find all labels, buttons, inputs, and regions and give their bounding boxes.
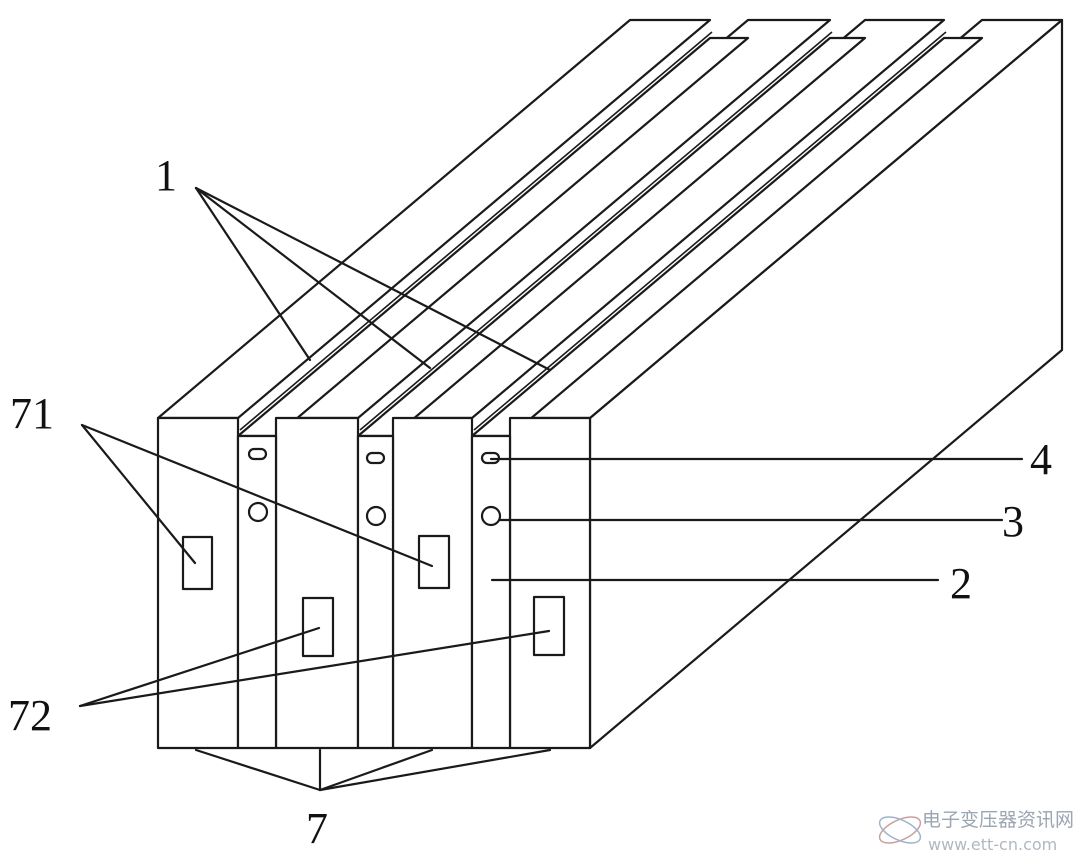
groove-2-inner: [359, 31, 833, 431]
groove-1-inner: [239, 31, 713, 431]
connector-71-cell-1: [181, 535, 214, 591]
label-1: 1: [155, 151, 177, 200]
leader-72-a: [78, 626, 321, 708]
hole-3-gap-3: [480, 505, 502, 527]
leader-71-a: [80, 423, 197, 565]
gap-fronts: [236, 434, 512, 750]
leader-71-b: [80, 423, 434, 568]
label-3: 3: [1002, 497, 1024, 546]
connector-72-cell-2: [301, 596, 335, 658]
leader-7-a: [194, 748, 322, 792]
leader-72-b: [78, 629, 551, 708]
connector-71-cell-3: [417, 534, 451, 590]
label-4: 4: [1030, 435, 1052, 484]
label-2: 2: [950, 559, 972, 608]
label-7: 7: [306, 804, 328, 853]
watermark: 电子变压器资讯网 www.ett-cn.com: [878, 809, 1074, 854]
label-72: 72: [8, 691, 52, 740]
watermark-site-name: 电子变压器资讯网: [922, 809, 1074, 831]
leader-lines: [78, 186, 1024, 792]
cell-front-1: [156, 416, 240, 750]
connector-72-cell-4: [532, 595, 566, 657]
cell-front-faces: [156, 416, 592, 750]
watermark-logo-icon: [878, 816, 922, 844]
hole-3-gap-1: [247, 501, 269, 523]
cell-front-3: [391, 416, 474, 750]
cell-front-4: [508, 416, 592, 750]
reference-numerals: 1 71 4 3 2 72 7: [8, 151, 1052, 853]
groove-3-inner: [473, 31, 947, 431]
leader-1-b: [194, 186, 432, 370]
leader-1-c: [194, 186, 552, 372]
leader-1-a: [194, 186, 312, 362]
slot-4-gap-2: [365, 451, 386, 465]
slot-4-gap-1: [247, 447, 268, 461]
hole-3-gap-2: [365, 505, 387, 527]
watermark-site-url: www.ett-cn.com: [928, 835, 1057, 854]
label-71: 71: [10, 389, 54, 438]
leader-7-d: [318, 748, 552, 792]
cell-front-2: [274, 416, 360, 750]
leader-7-c: [318, 748, 434, 792]
slots-and-holes: [247, 447, 502, 527]
gap-front-1: [236, 434, 278, 750]
gap-front-2: [356, 434, 395, 750]
gap-front-3: [470, 434, 512, 750]
connectors: [181, 534, 566, 658]
